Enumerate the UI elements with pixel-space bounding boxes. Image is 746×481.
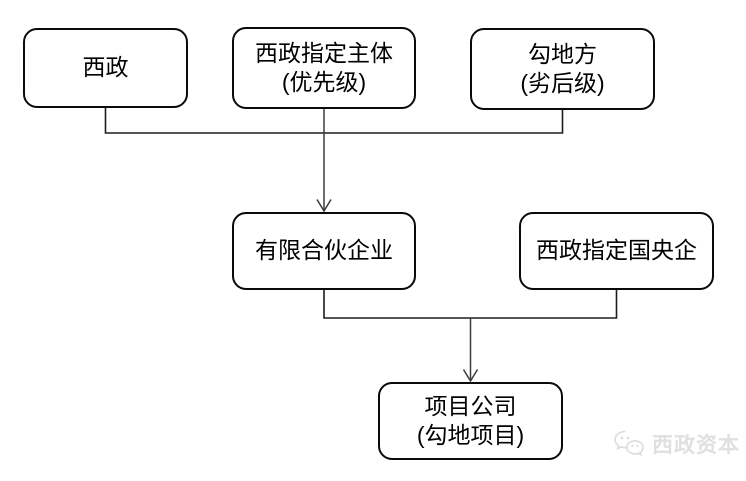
arrowhead-to-partnership (316, 199, 332, 213)
node-designated-soe: 西政指定国央企 (519, 212, 714, 290)
node-land-acquirer-sublabel: (劣后级) (520, 70, 605, 96)
node-project-company: 项目公司 (勾地项目) (378, 382, 563, 460)
node-land-acquirer-label: 勾地方 (528, 40, 597, 67)
node-designated-entity-sublabel: (优先级) (281, 69, 367, 95)
node-designated-entity-label: 西政指定主体 (255, 39, 393, 66)
node-land-acquirer: 勾地方 (劣后级) (470, 28, 655, 110)
node-designated-soe-label: 西政指定国央企 (536, 237, 697, 264)
node-xizheng-label: 西政 (82, 54, 129, 81)
node-designated-entity: 西政指定主体 (优先级) (232, 27, 416, 109)
node-xizheng: 西政 (23, 28, 188, 108)
brand-name: 西政资本 (652, 434, 740, 457)
arrowhead-to-project (462, 369, 479, 383)
node-project-company-sublabel: (勾地项目) (416, 422, 525, 448)
connector-top-bracket (104, 108, 564, 134)
wechat-icon (613, 429, 645, 459)
connector-bottom-bracket (323, 289, 618, 319)
node-limited-partnership-label: 有限合伙企业 (255, 237, 393, 264)
node-limited-partnership: 有限合伙企业 (232, 212, 416, 290)
node-project-company-label: 项目公司 (424, 392, 517, 419)
brand-watermark: 西政资本 (613, 429, 740, 459)
